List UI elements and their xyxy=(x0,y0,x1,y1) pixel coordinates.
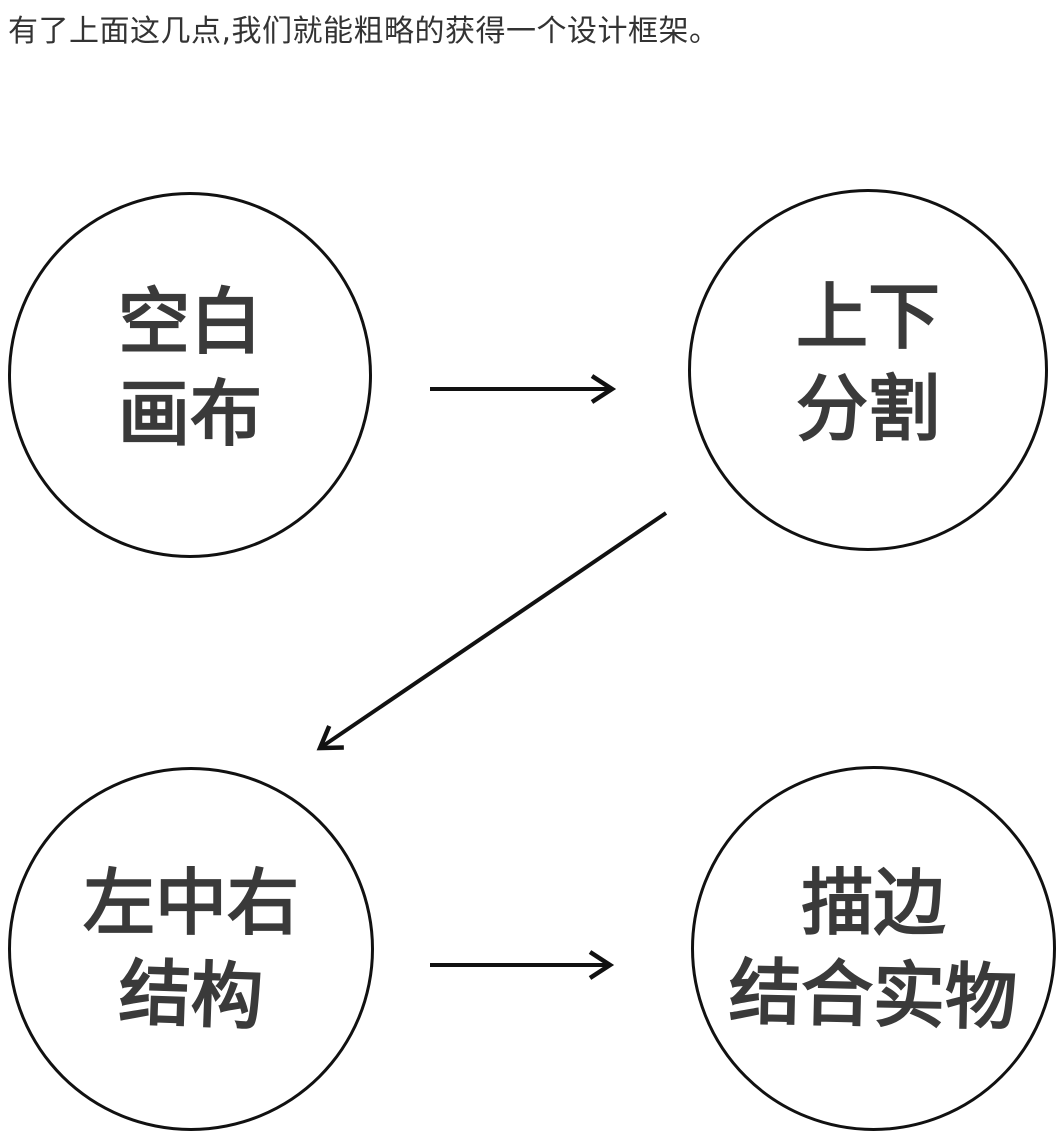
node-label-line: 结构 xyxy=(117,950,265,1040)
arrow-top-bottom-split-to-left-center-right xyxy=(316,511,668,751)
node-label-line: 画布 xyxy=(117,372,262,456)
node-blank-canvas: 空白 画布 xyxy=(8,192,372,558)
node-label-line: 结合实物 xyxy=(728,949,1019,1040)
node-label-line: 上下 xyxy=(795,275,940,359)
node-left-center-right: 左中右 结构 xyxy=(8,767,374,1131)
node-label-line: 分割 xyxy=(795,367,940,451)
node-label-line: 描边 xyxy=(801,860,946,945)
node-top-bottom-split: 上下 分割 xyxy=(688,189,1048,551)
node-label-line: 空白 xyxy=(117,280,262,364)
node-outline-with-objects: 描边 结合实物 xyxy=(691,766,1056,1131)
caption-text: 有了上面这几点,我们就能粗略的获得一个设计框架。 xyxy=(8,14,720,49)
node-label-line: 左中右 xyxy=(82,861,299,945)
